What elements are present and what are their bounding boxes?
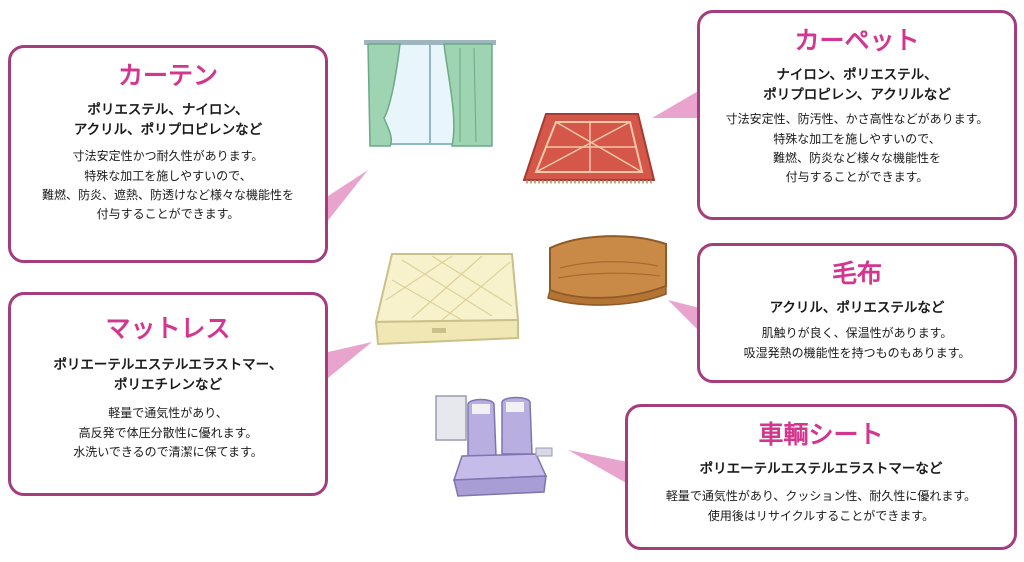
blanket-materials: アクリル、ポリエステルなど bbox=[700, 298, 1014, 319]
carpet-desc-line: 難燃、防炎など様々な機能性を bbox=[772, 150, 941, 165]
curtain-materials: ポリエステル、ナイロン、 アクリル、ポリプロピレンなど bbox=[11, 100, 325, 142]
blanket-desc-line: 吸湿発熱の機能性を持つものもあります。 bbox=[743, 345, 971, 360]
carpet-description: 寸法安定性、防汚性、かさ高性などがあります。 特殊な加工を施しやすいので、 難燃… bbox=[700, 110, 1014, 187]
carpet-card: カーペット ナイロン、ポリエステル、 ポリプロピレン、アクリルなど 寸法安定性、… bbox=[697, 10, 1017, 220]
blanket-desc-line: 肌触りが良く、保温性があります。 bbox=[761, 326, 953, 341]
curtain-material-line: ポリエステル、ナイロン、 bbox=[87, 101, 249, 118]
seat-desc-line: 使用後はリサイクルすることができます。 bbox=[707, 508, 935, 523]
curtain-description: 寸法安定性かつ耐久性があります。 特殊な加工を施しやすいので、 難燃、防炎、遮熱… bbox=[11, 147, 325, 224]
carpet-material-line: ポリプロピレン、アクリルなど bbox=[763, 87, 951, 104]
carpet-illustration bbox=[522, 113, 656, 184]
carpet-desc-line: 付与することができます。 bbox=[785, 169, 929, 184]
curtain-desc-line: 特殊な加工を施しやすいので、 bbox=[84, 168, 252, 183]
blanket-card: 毛布 アクリル、ポリエステルなど 肌触りが良く、保温性があります。 吸湿発熱の機… bbox=[697, 243, 1017, 383]
mattress-material-line: ポリエチレンなど bbox=[114, 377, 222, 394]
blanket-illustration bbox=[547, 235, 667, 306]
seat-materials: ポリエーテルエステルエラストマーなど bbox=[628, 459, 1014, 480]
seat-description: 軽量で通気性があり、クッション性、耐久性に優れます。 使用後はリサイクルすること… bbox=[628, 487, 1014, 525]
blanket-description: 肌触りが良く、保温性があります。 吸湿発熱の機能性を持つものもあります。 bbox=[700, 324, 1014, 362]
carpet-desc-line: 寸法安定性、防汚性、かさ高性などがあります。 bbox=[725, 112, 989, 127]
curtain-card: カーテン ポリエステル、ナイロン、 アクリル、ポリプロピレンなど 寸法安定性かつ… bbox=[8, 45, 328, 263]
seat-title: 車輌シート bbox=[758, 420, 884, 449]
curtain-desc-line: 付与することができます。 bbox=[96, 206, 240, 221]
mattress-desc-line: 水洗いできるので清潔に保てます。 bbox=[73, 444, 263, 459]
mattress-title: マットレス bbox=[105, 314, 231, 343]
mattress-illustration bbox=[374, 253, 520, 346]
mattress-desc-line: 高反発で体圧分散性に優れます。 bbox=[78, 425, 258, 440]
mattress-materials: ポリエーテルエステルエラストマー、 ポリエチレンなど bbox=[11, 355, 325, 397]
blanket-material-line: アクリル、ポリエステルなど bbox=[769, 299, 945, 316]
curtain-illustration bbox=[364, 40, 496, 147]
seat-desc-line: 軽量で通気性があり、クッション性、耐久性に優れます。 bbox=[665, 489, 977, 504]
mattress-material-line: ポリエーテルエステルエラストマー、 bbox=[53, 356, 283, 373]
mattress-card: マットレス ポリエーテルエステルエラストマー、 ポリエチレンなど 軽量で通気性が… bbox=[8, 292, 328, 496]
curtain-material-line: アクリル、ポリプロピレンなど bbox=[73, 122, 263, 139]
carpet-title: カーペット bbox=[794, 26, 920, 55]
seat-illustration bbox=[435, 395, 553, 497]
mattress-desc-line: 軽量で通気性があり、 bbox=[108, 406, 228, 421]
curtain-desc-line: 寸法安定性かつ耐久性があります。 bbox=[72, 149, 264, 164]
mattress-description: 軽量で通気性があり、 高反発で体圧分散性に優れます。 水洗いできるので清潔に保て… bbox=[11, 404, 325, 462]
carpet-material-line: ナイロン、ポリエステル、 bbox=[776, 66, 938, 83]
carpet-materials: ナイロン、ポリエステル、 ポリプロピレン、アクリルなど bbox=[700, 65, 1014, 107]
curtain-desc-line: 難燃、防炎、遮熱、防透けなど様々な機能性を bbox=[41, 187, 294, 202]
carpet-desc-line: 特殊な加工を施しやすいので、 bbox=[773, 131, 941, 146]
blanket-title: 毛布 bbox=[831, 259, 882, 288]
seat-card: 車輌シート ポリエーテルエステルエラストマーなど 軽量で通気性があり、クッション… bbox=[625, 404, 1017, 550]
curtain-title: カーテン bbox=[117, 61, 218, 90]
seat-material-line: ポリエーテルエステルエラストマーなど bbox=[699, 460, 943, 477]
